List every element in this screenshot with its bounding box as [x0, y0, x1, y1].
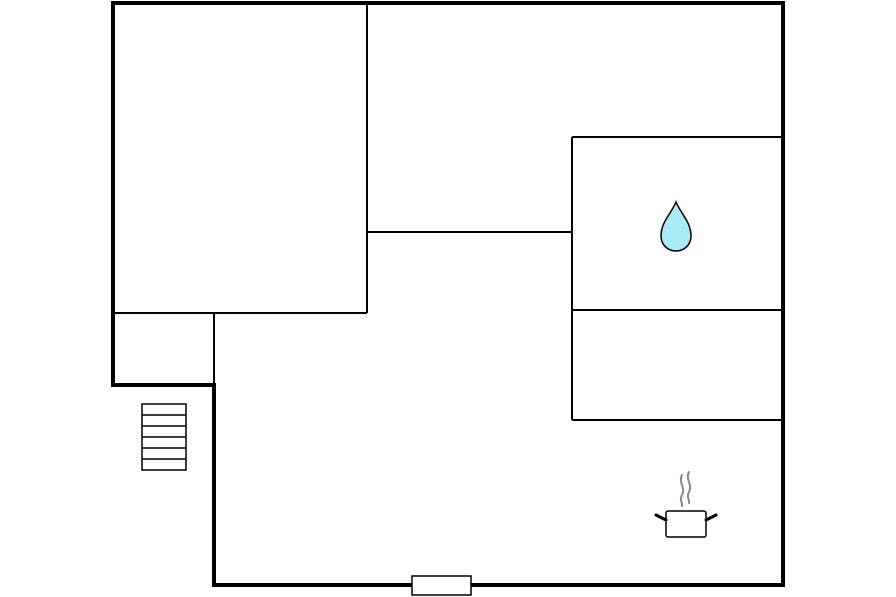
- water-drop-icon: [660, 200, 692, 252]
- stairs-icon: [141, 403, 187, 471]
- exterior-wall-outline: [111, 1, 785, 587]
- cooking-pot-icon: [654, 471, 718, 538]
- steam-lines: [679, 471, 692, 507]
- outer-walls: [111, 1, 785, 587]
- door-opening-icon: [411, 575, 472, 596]
- interior-walls: [113, 3, 783, 421]
